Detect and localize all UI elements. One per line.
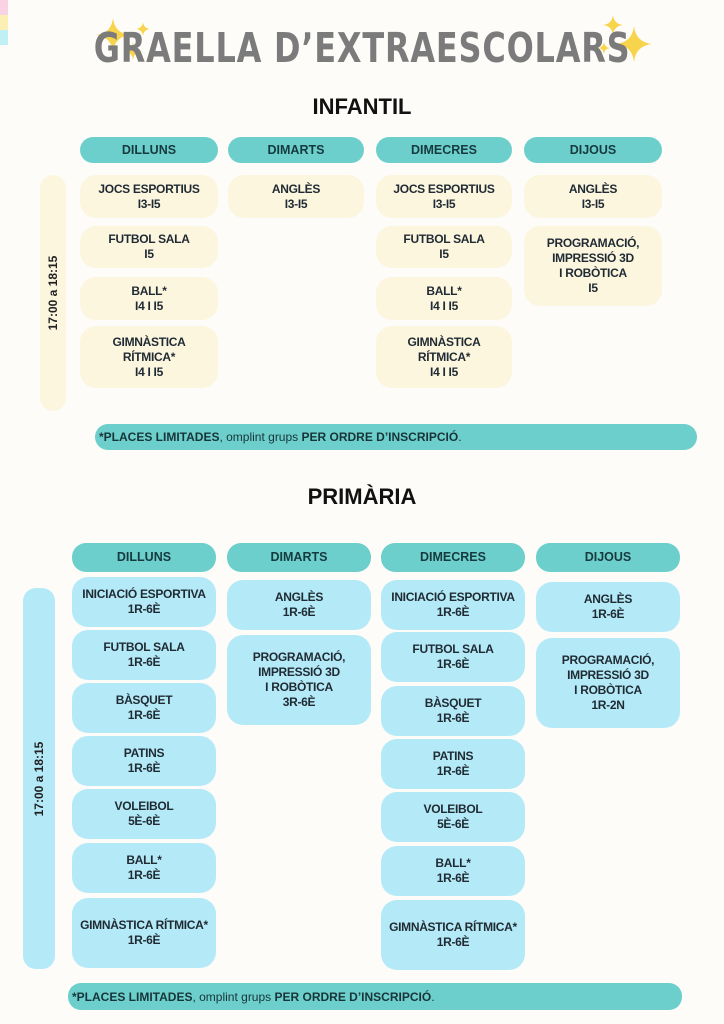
primaria-day-header-dimecres: DIMECRES [381, 543, 525, 572]
time-label: 17:00 a 18:15 [46, 255, 60, 331]
page-title: GRAELLA D’EXTRAESCOLARS [93, 24, 631, 72]
infantil-activity-card: FUTBOL SALA I5 [80, 226, 218, 268]
primaria-activity-card: ANGLÈS 1R-6È [536, 582, 680, 632]
infantil-day-header-dijous: DIJOUS [524, 137, 662, 163]
primaria-activity-card: PATINS 1R-6È [381, 739, 525, 789]
primaria-activity-card: BALL* 1R-6È [72, 843, 216, 893]
infantil-activity-card: BALL* I4 I I5 [80, 277, 218, 320]
sparkle-icon [603, 15, 623, 35]
note-text: . [431, 989, 435, 1004]
color-strip-yellow [0, 15, 8, 30]
color-strip-pink [0, 0, 8, 15]
note-bold: *PLACES LIMITADES [72, 989, 193, 1004]
infantil-day-header-dimarts: DIMARTS [228, 137, 364, 163]
sparkle-icon [616, 26, 652, 62]
sparkle-icon [598, 42, 610, 54]
primaria-activity-card: GIMNÀSTICA RÍTMICA* 1R-6È [72, 898, 216, 968]
infantil-activity-card: PROGRAMACIÓ, IMPRESSIÓ 3D I ROBÒTICA I5 [524, 226, 662, 306]
infantil-activity-card: JOCS ESPORTIUS I3-I5 [80, 175, 218, 218]
primaria-activity-card: INICIACIÓ ESPORTIVA 1R-6È [72, 577, 216, 627]
primaria-activity-card: GIMNÀSTICA RÍTMICA* 1R-6È [381, 900, 525, 970]
primaria-activity-card: BALL* 1R-6È [381, 846, 525, 896]
primaria-day-header-dijous: DIJOUS [536, 543, 680, 572]
sparkle-icon [124, 42, 142, 60]
note-bold: PER ORDRE D’INSCRIPCIÓ [274, 989, 432, 1004]
infantil-day-header-dilluns: DILLUNS [80, 137, 218, 163]
infantil-activity-card: ANGLÈS I3-I5 [228, 175, 364, 218]
primaria-activity-card: ANGLÈS 1R-6È [227, 580, 371, 630]
primaria-activity-card: INICIACIÓ ESPORTIVA 1R-6È [381, 580, 525, 630]
time-bar-primaria: 17:00 a 18:15 [23, 588, 55, 969]
primaria-activity-card: PROGRAMACIÓ, IMPRESSIÓ 3D I ROBÒTICA 1R-… [536, 638, 680, 728]
sparkle-icon [96, 18, 130, 52]
primaria-activity-card: FUTBOL SALA 1R-6È [72, 630, 216, 680]
note-text: , omplint grups [219, 430, 302, 444]
note-bold: *PLACES LIMITADES [99, 430, 220, 444]
infantil-activity-card: BALL* I4 I I5 [376, 277, 512, 320]
note-text: . [458, 430, 462, 444]
infantil-day-header-dimecres: DIMECRES [376, 137, 512, 163]
note-primaria: *PLACES LIMITADES, omplint grups PER ORD… [68, 983, 682, 1010]
time-label: 17:00 a 18:15 [32, 741, 46, 816]
infantil-activity-card: JOCS ESPORTIUS I3-I5 [376, 175, 512, 218]
primaria-activity-card: PROGRAMACIÓ, IMPRESSIÓ 3D I ROBÒTICA 3R-… [227, 635, 371, 725]
primaria-activity-card: VOLEIBOL 5È-6È [381, 792, 525, 842]
infantil-activity-card: ANGLÈS I3-I5 [524, 175, 662, 218]
note-infantil: *PLACES LIMITADES, omplint grups PER ORD… [95, 424, 697, 450]
infantil-activity-card: FUTBOL SALA I5 [376, 226, 512, 268]
primaria-activity-card: VOLEIBOL 5È-6È [72, 789, 216, 839]
primaria-activity-card: BÀSQUET 1R-6È [381, 686, 525, 736]
primaria-activity-card: PATINS 1R-6È [72, 736, 216, 786]
sparkle-icon [136, 22, 150, 36]
section-heading-primaria: PRIMÀRIA [307, 484, 417, 509]
title-container: GRAELLA D’EXTRAESCOLARS [0, 24, 724, 72]
color-strip-cyan [0, 30, 8, 45]
note-text: , omplint grups [192, 989, 275, 1004]
primaria-day-header-dilluns: DILLUNS [72, 543, 216, 572]
primaria-day-header-dimarts: DIMARTS [227, 543, 371, 572]
infantil-activity-card: GIMNÀSTICA RÍTMICA* I4 I I5 [376, 326, 512, 388]
section-heading-infantil: INFANTIL [312, 94, 412, 119]
time-bar-infantil: 17:00 a 18:15 [40, 175, 66, 411]
primaria-activity-card: BÀSQUET 1R-6È [72, 683, 216, 733]
primaria-activity-card: FUTBOL SALA 1R-6È [381, 632, 525, 682]
note-bold: PER ORDRE D’INSCRIPCIÓ [301, 430, 459, 444]
infantil-activity-card: GIMNÀSTICA RÍTMICA* I4 I I5 [80, 326, 218, 388]
